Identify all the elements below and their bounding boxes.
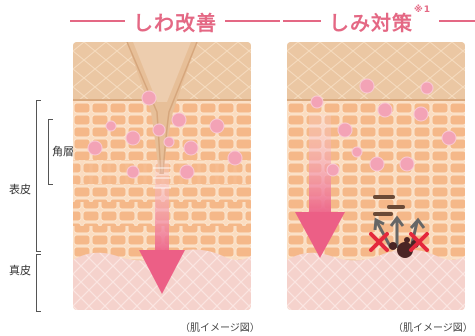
header-rule bbox=[439, 20, 475, 22]
wrinkle-header: しわ改善 bbox=[70, 6, 280, 36]
stratum-corneum-bracket bbox=[48, 119, 53, 185]
epidermis-label: 表皮 bbox=[9, 183, 31, 196]
spot-title-text: しみ対策 bbox=[329, 10, 413, 35]
wrinkle-title: しわ改善 bbox=[133, 10, 217, 35]
spot-header: しみ対策※1 bbox=[283, 4, 475, 36]
right-caption: （肌イメージ図） bbox=[393, 323, 473, 334]
footnote-mark: ※1 bbox=[414, 4, 432, 15]
header-rule bbox=[283, 20, 321, 22]
spot-skin-illustration bbox=[287, 42, 465, 310]
dermis-label: 真皮 bbox=[9, 264, 31, 277]
cross-icon bbox=[369, 232, 429, 252]
header-rule bbox=[70, 20, 125, 22]
wrinkle-skin-illustration bbox=[73, 42, 251, 310]
dermis-bracket bbox=[36, 254, 41, 312]
spot-title: しみ対策※1 bbox=[321, 4, 439, 36]
header-rule bbox=[225, 20, 280, 22]
stratum-corneum-label: 角層 bbox=[52, 145, 74, 158]
left-caption: （肌イメージ図） bbox=[180, 323, 260, 334]
epidermis-bracket bbox=[36, 100, 41, 252]
